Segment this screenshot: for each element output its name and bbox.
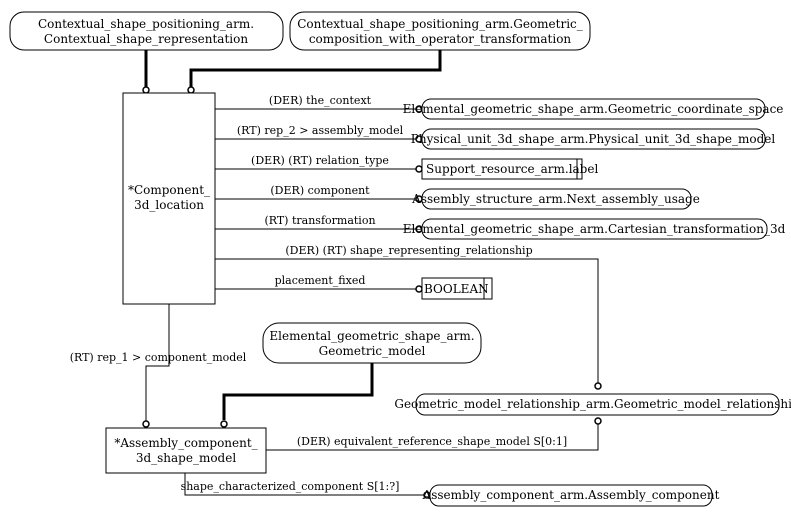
svg-text:Elemental_geometric_shape_arm.: Elemental_geometric_shape_arm.Geometric_…: [403, 102, 784, 116]
entity-component-3d-location[interactable]: *Component_ 3d_location: [122, 92, 216, 305]
type-support-resource-label[interactable]: Support_resource_arm.label: [421, 158, 598, 180]
relation-shape-representing-relationship: (DER) (RT) shape_representing_relationsh…: [215, 244, 602, 390]
supertype-line-geometric-model: [222, 363, 374, 420]
relation-relation-type: (DER) (RT) relation_type: [215, 154, 423, 173]
svg-text:(DER) (RT) shape_representing_: (DER) (RT) shape_representing_relationsh…: [285, 244, 532, 257]
relation-placement-fixed: placement_fixed: [215, 274, 423, 293]
svg-text:shape_characterized_component: shape_characterized_component S[1:?]: [181, 480, 400, 493]
entity-geometric-model[interactable]: Elemental_geometric_shape_arm. Geometric…: [262, 322, 482, 364]
entity-assembly-component[interactable]: Assembly_component_arm.Assembly_componen…: [422, 484, 720, 507]
entity-assembly-component-3d-shape-model[interactable]: *Assembly_component_ 3d_shape_model: [105, 427, 267, 474]
svg-text:(DER) the_context: (DER) the_context: [269, 94, 372, 107]
svg-text:Elemental_geometric_shape_arm.: Elemental_geometric_shape_arm.: [269, 329, 474, 343]
entity-cartesian-transformation-3d[interactable]: Elemental_geometric_shape_arm.Cartesian_…: [403, 218, 786, 240]
entity-geometric-composition-with-operator-transformation[interactable]: Contextual_shape_positioning_arm.Geometr…: [289, 11, 591, 51]
relation-rep-2: (RT) rep_2 > assembly_model: [215, 124, 423, 143]
svg-text:BOOLEAN: BOOLEAN: [424, 282, 489, 296]
relation-shape-characterized-component: shape_characterized_component S[1:?]: [181, 473, 431, 499]
svg-text:placement_fixed: placement_fixed: [275, 274, 366, 287]
entity-label-line1: *Component_: [128, 183, 210, 197]
relation-component: (DER) component: [215, 184, 423, 203]
svg-text:Support_resource_arm.label: Support_resource_arm.label: [426, 162, 598, 176]
svg-text:3d_shape_model: 3d_shape_model: [136, 451, 237, 465]
svg-text:Geometric_model: Geometric_model: [319, 344, 426, 358]
svg-text:(RT) transformation: (RT) transformation: [264, 214, 375, 227]
svg-text:(RT) rep_1 > component_model: (RT) rep_1 > component_model: [70, 351, 247, 364]
svg-text:Geometric_model_relationship_a: Geometric_model_relationship_arm.Geometr…: [394, 397, 791, 411]
type-boolean[interactable]: BOOLEAN: [421, 277, 493, 300]
entity-label-line1: Contextual_shape_positioning_arm.: [38, 17, 254, 31]
supertype-line-right: [189, 50, 442, 87]
entity-label-line2: 3d_location: [134, 198, 204, 212]
svg-text:*Assembly_component_: *Assembly_component_: [114, 436, 257, 450]
relation-equivalent-reference-shape-model: (DER) equivalent_reference_shape_model S…: [266, 417, 602, 451]
svg-text:(DER) component: (DER) component: [270, 184, 370, 197]
relation-the-context: (DER) the_context: [215, 94, 423, 113]
entity-label-line1: Contextual_shape_positioning_arm.Geometr…: [297, 17, 583, 31]
entity-contextual-shape-representation[interactable]: Contextual_shape_positioning_arm. Contex…: [9, 11, 284, 51]
entity-geometric-coordinate-space[interactable]: Elemental_geometric_shape_arm.Geometric_…: [403, 98, 784, 120]
svg-text:Elemental_geometric_shape_arm.: Elemental_geometric_shape_arm.Cartesian_…: [403, 222, 786, 236]
entity-physical-unit-3d-shape-model[interactable]: Physical_unit_3d_shape_arm.Physical_unit…: [411, 128, 776, 150]
svg-text:(DER) (RT) relation_type: (DER) (RT) relation_type: [251, 154, 389, 167]
entity-next-assembly-usage[interactable]: Assembly_structure_arm.Next_assembly_usa…: [411, 188, 700, 210]
svg-text:Assembly_component_arm.Assembl: Assembly_component_arm.Assembly_componen…: [422, 488, 720, 502]
relation-transformation: (RT) transformation: [215, 214, 423, 233]
svg-text:Physical_unit_3d_shape_arm.Phy: Physical_unit_3d_shape_arm.Physical_unit…: [411, 132, 776, 146]
svg-text:Assembly_structure_arm.Next_as: Assembly_structure_arm.Next_assembly_usa…: [411, 192, 700, 206]
supertype-circle-left: [142, 86, 150, 94]
svg-text:(RT) rep_2 > assembly_model: (RT) rep_2 > assembly_model: [237, 124, 404, 137]
entity-label-line2: Contextual_shape_representation: [44, 32, 248, 46]
svg-text:(DER) equivalent_reference_sha: (DER) equivalent_reference_shape_model S…: [297, 435, 567, 448]
supertype-circle-right: [187, 86, 195, 94]
relation-rep-1: (RT) rep_1 > component_model: [70, 304, 247, 428]
entity-geometric-model-relationship[interactable]: Geometric_model_relationship_arm.Geometr…: [394, 393, 791, 416]
entity-label-line2: composition_with_operator_transformation: [309, 32, 572, 46]
supertype-circle-geometric-model: [220, 420, 228, 428]
